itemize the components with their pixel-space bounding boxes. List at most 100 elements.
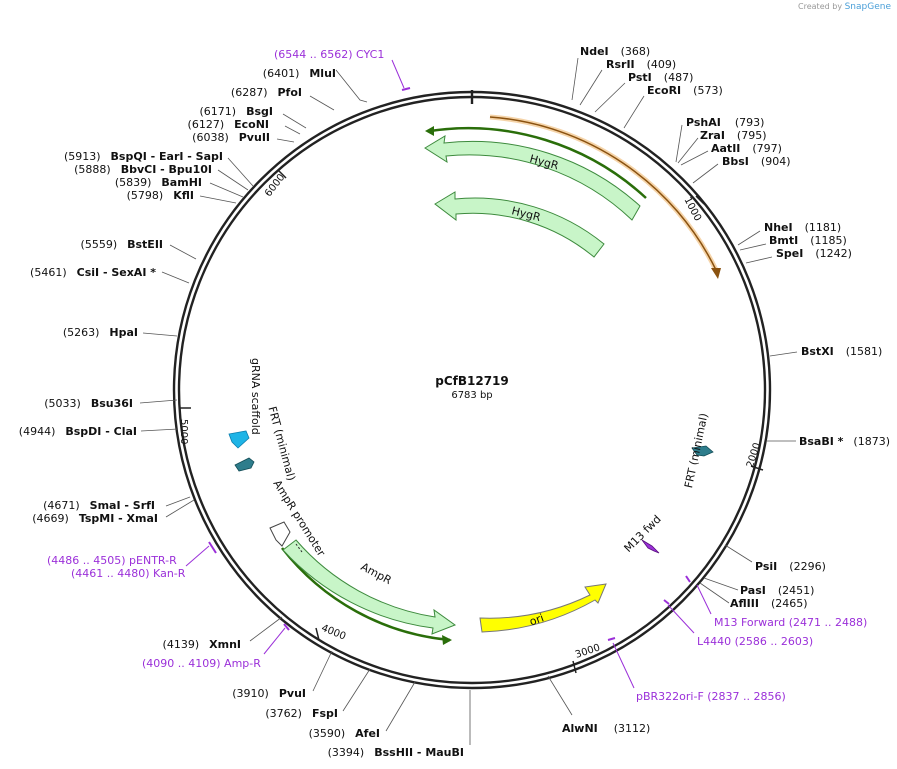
leader-rsrii [579,69,603,106]
enzyme-pos: (1581) [846,345,883,358]
primer-leader-m13-forward [696,584,712,615]
leader-econi [284,125,301,135]
enzyme-pos: (3762) [265,707,302,720]
leader-psti [594,82,626,113]
leader-hpai [142,332,178,337]
enzymes-right: NdeI(368) RsrII(409) PstI(487) EcoRI(573… [562,45,890,735]
enzyme-name: RsrII [606,58,635,71]
leader-ecori [623,95,645,129]
enzyme-pos: (487) [664,71,694,84]
enzyme-pos: (1181) [805,221,842,234]
enzyme-name: PvuII [239,131,270,144]
enzyme-name: ZraI [700,129,725,142]
svg-text:(5888)BbvCI - Bpu10I: (5888)BbvCI - Bpu10I [74,163,212,176]
svg-text:(3394)BssHII - MauBI: (3394)BssHII - MauBI [328,746,464,759]
svg-text:(3590)AfeI: (3590)AfeI [309,727,380,740]
enzyme-pos: (4671) [43,499,80,512]
enzyme-name: AflIII [730,597,759,610]
leader-bsu36i [139,399,178,404]
tick-label-4000: 4000 [320,623,348,643]
watermark-prefix: Created by [798,2,843,11]
enzyme-pos: (5913) [64,150,101,163]
enzyme-pos: (6127) [188,118,225,131]
leader-aatii [680,150,709,166]
frt-left-label: FRT (minimal) [265,405,297,482]
leader-afei [385,681,416,732]
enzyme-pos: (3590) [309,727,346,740]
ampr-green-arrowhead [442,635,452,645]
svg-text:PshAI(793): PshAI(793) [686,116,764,129]
enzyme-name: PstI [628,71,652,84]
primer-cyc1: (6544 .. 6562) CYC1 [274,48,384,61]
ori-arrow [479,583,607,633]
leader-bamhi [209,182,244,198]
enzyme-name: SpeI [776,247,803,260]
svg-text:EcoRI(573): EcoRI(573) [647,84,723,97]
hygr-inner-arrow [434,191,605,258]
enzyme-pos: (2465) [771,597,808,610]
svg-text:BstXI(1581): BstXI(1581) [801,345,882,358]
tick-mark-1000 [695,195,705,205]
svg-text:(4671)SmaI - SrfI: (4671)SmaI - SrfI [43,499,155,512]
svg-text:AlwNI(3112): AlwNI(3112) [562,722,650,735]
leader-ndei [571,57,579,101]
enzyme-pos: (795) [737,129,767,142]
enzyme-name: NdeI [580,45,609,58]
enzyme-pos: (4669) [32,512,69,525]
leader-pvuii [276,138,295,143]
leader-fspi [342,668,371,712]
enzyme-pos: (4139) [163,638,200,651]
leader-smai [165,496,191,507]
enzyme-pos: (3112) [614,722,651,735]
primer-pbr322ori-f: pBR322ori-F (2837 .. 2856) [636,690,786,703]
frt-right-arrow [691,445,714,457]
svg-text:(5839)BamHI: (5839)BamHI [115,176,202,189]
enzyme-pos: (3394) [328,746,365,759]
svg-text:(5559)BstEII: (5559)BstEII [81,238,163,251]
enzyme-name: PvuI [279,687,306,700]
enzyme-pos: (6287) [231,86,268,99]
enzyme-name: NheI [764,221,793,234]
enzyme-pos: (5559) [81,238,118,251]
enzyme-pos: (904) [761,155,791,168]
leader-bspdi [140,428,179,432]
primer-leader-amp-r [263,627,286,655]
m13-fwd-label: M13 fwd [622,513,664,555]
svg-text:(5263)HpaI: (5263)HpaI [63,326,138,339]
enzymes-left: (6401)MluI (6287)PfoI (6171)BsgI (6127)E… [19,67,464,759]
svg-text:(5033)Bsu36I: (5033)Bsu36I [44,397,133,410]
svg-text:ZraI(795): ZraI (795) [700,129,767,142]
tick-label-5000: 5000 [178,419,189,444]
leader-bsteii [169,244,197,260]
svg-text:(6171)BsgI: (6171)BsgI [200,105,273,118]
enzyme-pos: (5033) [44,397,81,410]
enzyme-pos: (1185) [810,234,847,247]
ampr-green-strand [281,547,451,642]
primer-l4440: L4440 (2586 .. 2603) [697,635,813,648]
svg-text:(3910)PvuI: (3910)PvuI [232,687,306,700]
ori-label: ori [528,611,546,628]
svg-text:(4669)TspMI - XmaI: (4669) TspMI - XmaI [32,512,158,525]
tick-label-6000: 6000 [263,172,287,199]
enzyme-name: XmnI [209,638,241,651]
enzyme-pos: (5888) [74,163,111,176]
enzyme-name: BspQI - EarI - SapI [111,150,223,163]
primer-mark-amp-r [283,623,290,631]
enzyme-name: BamHI [161,176,202,189]
leader-nhei [737,230,761,246]
hygr-green-strand [429,126,647,199]
leader-lines [139,57,798,745]
svg-text:PasI(2451): PasI(2451) [740,584,814,597]
svg-text:BmtI(1185): BmtI(1185) [769,234,847,247]
grna-scaffold-label: gRNA scaffold [249,358,262,435]
svg-text:RsrII(409): RsrII(409) [606,58,676,71]
svg-text:AflIII(2465): AflIII (2465) [730,597,808,610]
frt-left-arrow [234,457,255,472]
enzyme-pos: (4944) [19,425,56,438]
enzyme-name: TspMI - XmaI [79,512,158,525]
svg-text:BsaBI *(1873): BsaBI *(1873) [799,435,890,448]
enzyme-name: EcoNI [234,118,269,131]
leader-bsgi [282,113,307,129]
grna-scaffold-arrow [228,430,250,449]
